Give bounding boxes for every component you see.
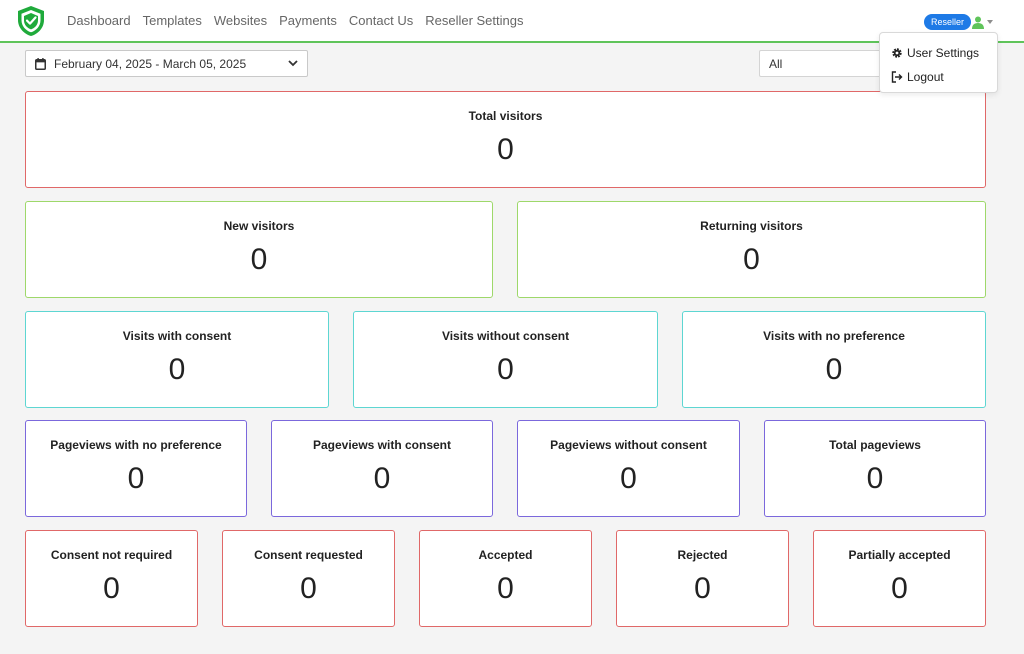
stat-value: 0 bbox=[694, 572, 711, 605]
date-range-picker[interactable]: February 04, 2025 - March 05, 2025 bbox=[25, 50, 308, 77]
stat-value: 0 bbox=[103, 572, 120, 605]
stat-card-accepted: Accepted 0 bbox=[419, 530, 592, 627]
stat-label: Pageviews without consent bbox=[550, 438, 707, 452]
top-navbar: Dashboard Templates Websites Payments Co… bbox=[0, 0, 1024, 43]
user-settings-menu-item[interactable]: User Settings bbox=[880, 41, 997, 65]
nav-dashboard[interactable]: Dashboard bbox=[67, 13, 131, 28]
stat-label: Pageviews with consent bbox=[312, 438, 452, 452]
logout-icon bbox=[891, 71, 903, 83]
date-range-text: February 04, 2025 - March 05, 2025 bbox=[54, 56, 247, 71]
stat-value: 0 bbox=[373, 462, 391, 495]
stat-card-total-visitors: Total visitors 0 bbox=[25, 91, 986, 188]
user-dropdown-menu: User Settings Logout bbox=[879, 32, 998, 93]
stat-value: 0 bbox=[620, 462, 637, 495]
stat-value: 0 bbox=[497, 133, 514, 166]
stat-value: 0 bbox=[127, 462, 145, 495]
stat-card-total-pageviews: Total pageviews 0 bbox=[764, 420, 986, 517]
stat-value: 0 bbox=[497, 572, 514, 605]
stat-card-pageviews-with-consent: Pageviews with consent 0 bbox=[271, 420, 493, 517]
chevron-down-icon bbox=[288, 60, 298, 67]
nav-reseller-settings[interactable]: Reseller Settings bbox=[425, 13, 524, 28]
stat-label: New visitors bbox=[223, 219, 295, 233]
main-nav: Dashboard Templates Websites Payments Co… bbox=[67, 13, 524, 28]
stat-card-returning-visitors: Returning visitors 0 bbox=[517, 201, 986, 298]
stat-card-partially-accepted: Partially accepted 0 bbox=[813, 530, 986, 627]
logout-label: Logout bbox=[907, 70, 944, 84]
user-icon bbox=[972, 16, 984, 29]
nav-payments[interactable]: Payments bbox=[279, 13, 337, 28]
stat-card-visits-no-preference: Visits with no preference 0 bbox=[682, 311, 986, 408]
stat-card-new-visitors: New visitors 0 bbox=[25, 201, 493, 298]
stat-label: Visits without consent bbox=[441, 329, 570, 343]
stat-card-pageviews-no-preference: Pageviews with no preference 0 bbox=[25, 420, 247, 517]
stat-value: 0 bbox=[891, 572, 908, 605]
gear-icon bbox=[892, 48, 902, 58]
stat-value: 0 bbox=[866, 462, 884, 495]
calendar-icon bbox=[35, 57, 46, 70]
stat-value: 0 bbox=[497, 353, 514, 386]
stat-label: Pageviews with no preference bbox=[50, 438, 222, 452]
stat-label: Visits with no preference bbox=[763, 329, 905, 343]
shield-check-logo-icon[interactable] bbox=[16, 5, 46, 37]
stat-label: Returning visitors bbox=[700, 219, 803, 233]
stat-label: Visits with consent bbox=[122, 329, 232, 343]
nav-templates[interactable]: Templates bbox=[142, 13, 202, 28]
stat-label: Total pageviews bbox=[829, 438, 921, 452]
stat-value: 0 bbox=[300, 572, 317, 605]
user-menu-toggle[interactable] bbox=[972, 12, 1000, 32]
stat-value: 0 bbox=[250, 243, 268, 276]
stat-card-visits-with-consent: Visits with consent 0 bbox=[25, 311, 329, 408]
stat-label: Consent not required bbox=[50, 548, 173, 562]
stat-card-consent-requested: Consent requested 0 bbox=[222, 530, 395, 627]
chevron-down-icon bbox=[987, 20, 993, 24]
stat-label: Rejected bbox=[677, 548, 728, 562]
stat-value: 0 bbox=[825, 353, 843, 386]
stat-card-pageviews-without-consent: Pageviews without consent 0 bbox=[517, 420, 740, 517]
stat-label: Total visitors bbox=[468, 109, 543, 123]
stat-card-consent-not-required: Consent not required 0 bbox=[25, 530, 198, 627]
reseller-badge: Reseller bbox=[924, 14, 972, 30]
stat-value: 0 bbox=[168, 353, 186, 386]
stat-label: Consent requested bbox=[254, 548, 363, 562]
nav-websites[interactable]: Websites bbox=[213, 13, 268, 28]
stat-label: Accepted bbox=[478, 548, 533, 562]
logout-menu-item[interactable]: Logout bbox=[880, 65, 997, 89]
stat-card-visits-without-consent: Visits without consent 0 bbox=[353, 311, 658, 408]
nav-contact-us[interactable]: Contact Us bbox=[348, 13, 414, 28]
user-settings-label: User Settings bbox=[907, 46, 980, 60]
stat-label: Partially accepted bbox=[848, 548, 951, 562]
stat-value: 0 bbox=[743, 243, 760, 276]
stat-card-rejected: Rejected 0 bbox=[616, 530, 789, 627]
